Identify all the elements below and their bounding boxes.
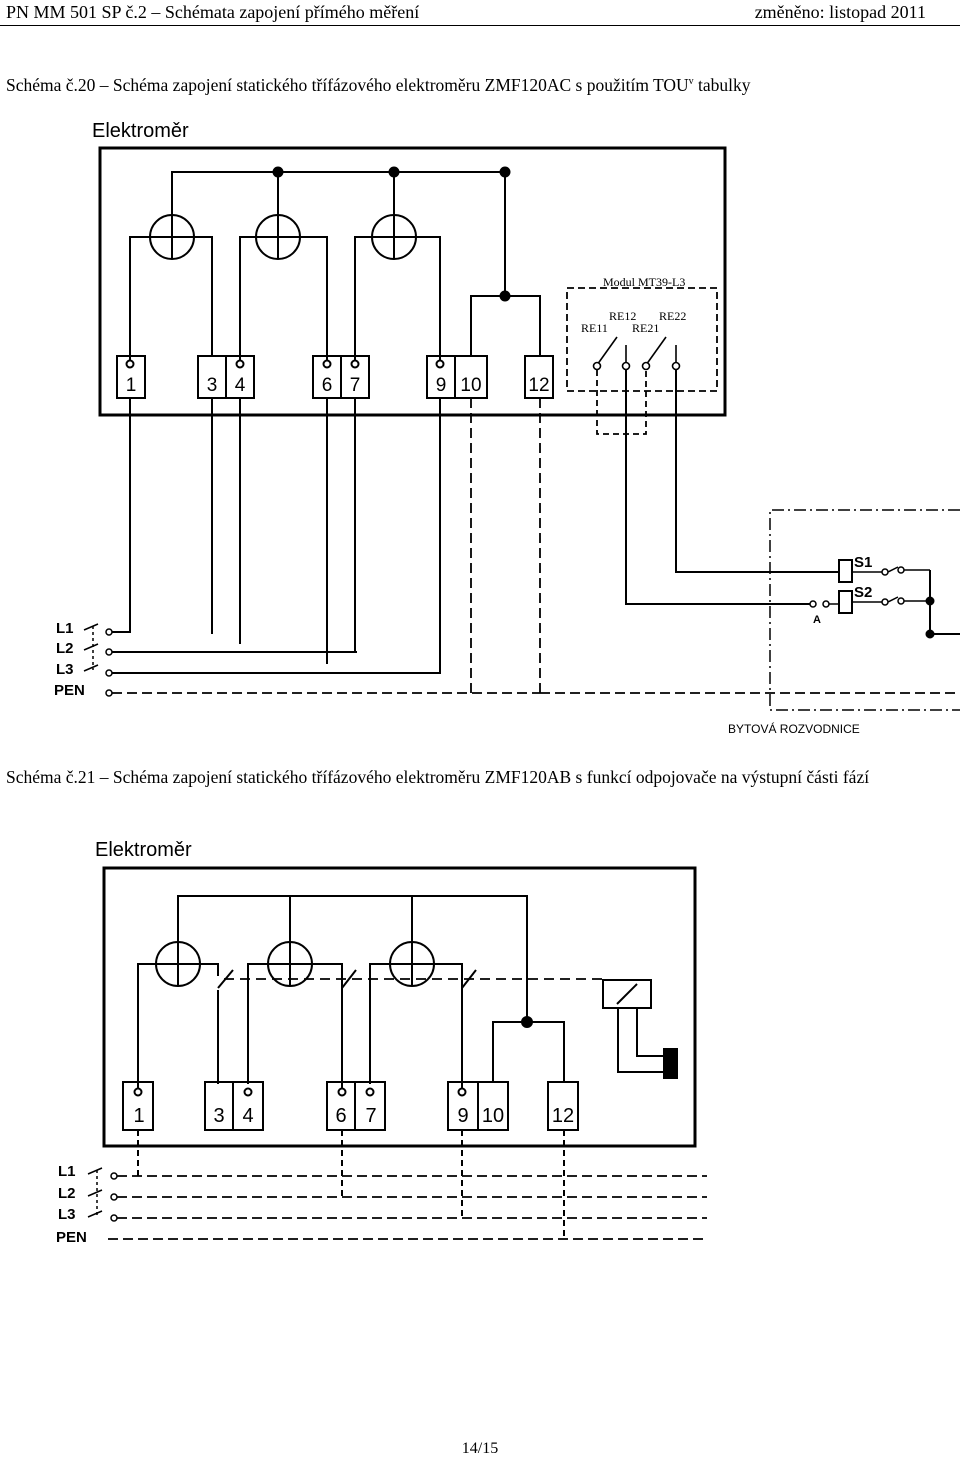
line-pen: PEN [54,682,85,699]
coil-3 [371,214,417,260]
line-l1: L1 [56,620,74,637]
terminal-9: 9 [436,375,447,396]
main-breaker-21 [87,1167,118,1222]
disconnector-coil [602,979,652,1009]
terminal-7: 7 [350,375,361,396]
schema-21-caption: Schéma č.21 – Schéma zapojení statického… [6,767,870,787]
schema-20-caption: Schéma č.20 – Schéma zapojení statického… [6,74,751,95]
point-a-label: A [813,614,821,626]
meter-label: Elektroměr [92,120,189,142]
meter-box-21 [102,866,697,1148]
terminal-21-7: 7 [365,1105,376,1127]
distribution-board-box [769,509,960,711]
terminal-1: 1 [126,375,137,396]
switch-s1-label: S1 [854,554,872,571]
module-label: Modul MT39-L3 [603,275,685,289]
relay-re11: RE11 [581,321,608,335]
terminal-12: 12 [528,375,549,396]
line-l2: L2 [56,640,74,657]
terminal-10: 10 [460,375,481,396]
relay-contacts [592,336,681,371]
line-21-pen: PEN [56,1229,87,1246]
header-title: PN MM 501 SP č.2 – Schémata zapojení pří… [6,2,420,22]
terminal-4: 4 [235,375,246,396]
header-rule [0,25,960,26]
page-header: PN MM 501 SP č.2 – Schémata zapojení pří… [0,0,960,26]
terminal-21-10: 10 [482,1105,504,1127]
terminal-21-6: 6 [335,1105,346,1127]
terminal-blocks-21 [122,1081,579,1131]
terminal-6: 6 [322,375,333,396]
relay-s2 [838,590,853,614]
relay-s1 [838,559,853,583]
coil-21-3 [389,941,435,987]
coil-1 [149,214,195,260]
distribution-board-label: BYTOVÁ ROZVODNICE [728,721,860,736]
main-breaker [83,623,113,697]
switch-s2-label: S2 [854,584,872,601]
line-21-l3: L3 [58,1206,76,1223]
terminal-21-12: 12 [552,1105,574,1127]
terminal-21-9: 9 [457,1105,468,1127]
terminal-blocks [116,355,554,399]
schema-21-diagram: Elektroměr 1 3 4 [56,839,707,1246]
meter-box [98,146,727,417]
line-l3: L3 [56,661,74,678]
relay-re22: RE22 [659,309,686,323]
terminal-3: 3 [207,375,218,396]
terminal-21-4: 4 [242,1105,253,1127]
relay-re21: RE21 [632,321,659,335]
coil-21-1 [155,941,201,987]
terminal-21-1: 1 [133,1105,144,1127]
relay-re12: RE12 [609,309,636,323]
line-21-l1: L1 [58,1163,76,1180]
page-number: 14/15 [461,1440,499,1457]
meter-label-21: Elektroměr [95,839,192,861]
line-21-l2: L2 [58,1185,76,1202]
module-mt39-box [566,287,718,392]
header-date: změněno: listopad 2011 [754,2,926,22]
terminal-21-3: 3 [213,1105,224,1127]
coil-2 [255,214,301,260]
schema-20-diagram: Elektroměr 1 3 4 6 7 9 10 [54,120,960,736]
